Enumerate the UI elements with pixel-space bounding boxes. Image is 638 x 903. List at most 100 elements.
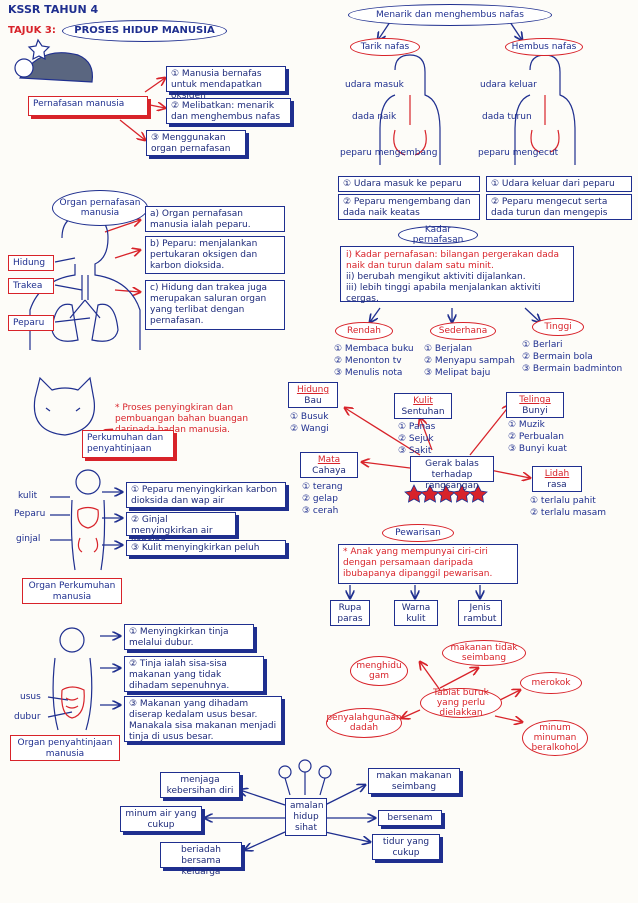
life-right-1: makan makanan seimbang: [368, 768, 460, 794]
defecation-item-1: ① Menyingkirkan tinja melalui dubur.: [124, 624, 254, 650]
sense-telinga-item-3: ③ Bunyi kuat: [508, 444, 567, 454]
stars-row: [404, 484, 488, 503]
sense-hidung-organ: Hidung: [296, 385, 330, 395]
sense-mata: Mata Cahaya: [300, 452, 358, 478]
life-left-1: menjaga kebersihan diri: [160, 772, 240, 798]
digestive-organ-drawing: [52, 627, 93, 731]
label-dubur: dubur: [14, 712, 41, 722]
sense-telinga-stim: Bunyi: [522, 406, 548, 416]
heredity-item-3: Jenis rambut: [458, 600, 502, 626]
habit-1: makanan tidak seimbang: [442, 640, 526, 666]
inhale-label-3: peparu mengembang: [340, 148, 438, 158]
rendah-item-3: ③ Menulis nota: [334, 368, 403, 378]
sense-telinga-item-2: ② Perbualan: [508, 432, 564, 442]
heredity-item-2: Warna kulit: [394, 600, 438, 626]
sense-telinga-organ: Telinga: [519, 395, 551, 405]
life-right-2: bersenam: [378, 810, 442, 826]
life-right-3: tidur yang cukup: [372, 834, 440, 860]
inhale-label-1: udara masuk: [345, 80, 404, 90]
label-ginjal: ginjal: [16, 534, 41, 544]
sederhana-item-1: ① Berjalan: [424, 344, 473, 354]
organ-note-a: a) Organ pernafasan manusia ialah peparu…: [145, 206, 285, 232]
excretion-title: Perkumuhan dan penyahtinjaan: [82, 430, 174, 458]
header-level: KSSR TAHUN 4: [8, 3, 99, 16]
habit-4: penyalahgunaan dadah: [326, 708, 402, 738]
defecation-item-3: ③ Makanan yang dihadam diserap kedalam u…: [124, 696, 282, 742]
label-excretion-peparu: Peparu: [14, 509, 46, 519]
sense-kulit-item-1: ① Panas: [398, 422, 436, 432]
sense-kulit-item-3: ③ Sakit: [398, 446, 432, 456]
rate-title: Kadar pernafasan: [398, 225, 478, 245]
tinggi-item-1: ① Berlari: [522, 340, 563, 350]
organ-note-b: b) Peparu: menjalankan pertukaran oksige…: [145, 236, 285, 274]
sense-lidah-item-2: ② terlalu masam: [530, 508, 607, 518]
inhale-note-2: ② Peparu mengembang dan dada naik keatas: [338, 194, 480, 220]
life-left-2: minum air yang cukup: [120, 806, 202, 832]
level-sederhana: Sederhana: [430, 322, 496, 340]
sense-kulit-stim: Sentuhan: [401, 407, 445, 417]
inhale-title: Tarik nafas: [350, 38, 420, 56]
habit-5: minum minuman beralkohol: [522, 720, 588, 756]
rate-note-1: i) Kadar pernafasan: bilangan pergerakan…: [346, 250, 559, 271]
label-hidung: Hidung: [8, 255, 54, 271]
excretion-organ-drawing: [70, 469, 106, 571]
sense-lidah: Lidah rasa: [532, 466, 582, 492]
excretion-item-2: ② Ginjal menyingkirkan air kencing: [126, 512, 236, 547]
habit-2: menghidu gam: [350, 656, 408, 686]
level-tinggi: Tinggi: [532, 318, 584, 336]
sense-telinga-item-1: ① Muzik: [508, 420, 545, 430]
sederhana-item-3: ③ Melipat baju: [424, 368, 491, 378]
rendah-item-1: ① Membaca buku: [334, 344, 414, 354]
exhale-note-1: ① Udara keluar dari peparu: [486, 176, 632, 192]
respiration-fact-2: ② Melibatkan: menarik dan menghembus naf…: [166, 98, 291, 124]
cat-doodle: [33, 376, 96, 436]
exhale-drawing: [514, 54, 576, 165]
habit-3: merokok: [520, 672, 582, 694]
heredity-note: * Anak yang mempunyai ciri-ciri dengan p…: [338, 544, 518, 584]
sense-mata-item-1: ① terang: [302, 482, 343, 492]
sense-mata-stim: Cahaya: [312, 466, 346, 476]
sense-mata-organ: Mata: [317, 455, 341, 465]
life-left-3: beriadah bersama keluarga: [160, 842, 242, 877]
sense-hidung-item-2: ② Wangi: [290, 424, 329, 434]
defecation-caption: Organ penyahtinjaan manusia: [10, 735, 120, 761]
senses-center: Gerak balas terhadap rangsangan: [410, 456, 494, 491]
rate-notes: i) Kadar pernafasan: bilangan pergerakan…: [340, 246, 574, 304]
label-trakea: Trakea: [8, 278, 54, 294]
exhale-title: Hembus nafas: [505, 38, 583, 56]
sense-kulit-item-2: ② Sejuk: [398, 434, 434, 444]
respiration-fact-1: ① Manusia bernafas untuk mendapatkan oks…: [166, 66, 286, 101]
sense-hidung-item-1: ① Busuk: [290, 412, 329, 422]
sense-telinga: Telinga Bunyi: [506, 392, 564, 418]
tinggi-item-2: ② Bermain bola: [522, 352, 593, 362]
respiration-fact-3: ③ Menggunakan organ pernafasan: [146, 130, 246, 156]
exhale-label-3: peparu mengecut: [478, 148, 559, 158]
tinggi-item-3: ③ Bermain badminton: [522, 364, 623, 374]
inhale-drawing: [379, 54, 441, 165]
rendah-item-2: ② Menonton tv: [334, 356, 402, 366]
excretion-item-3: ③ Kulit menyingkirkan peluh: [126, 540, 286, 556]
excretion-caption: Organ Perkumuhan manusia: [22, 578, 122, 604]
habits-center: Tabiat buruk yang perlu dielakkan: [420, 688, 502, 718]
life-center: amalan hidup sihat: [285, 798, 327, 836]
inhale-label-2: dada naik: [352, 112, 397, 122]
sense-kulit: Kulit Sentuhan: [394, 393, 452, 419]
excretion-item-1: ① Peparu menyingkirkan karbon dioksida d…: [126, 482, 286, 508]
label-usus: usus: [20, 692, 41, 702]
turtle-doodle: [14, 38, 94, 83]
organ-note-c: c) Hidung dan trakea juga merupakan salu…: [145, 280, 285, 330]
breath-title: Menarik dan menghembus nafas: [348, 4, 552, 26]
sense-mata-item-2: ② gelap: [302, 494, 338, 504]
header-topic-title: PROSES HIDUP MANUSIA: [62, 20, 227, 42]
heredity-title: Pewarisan: [382, 524, 454, 542]
sederhana-item-2: ② Menyapu sampah: [424, 356, 515, 366]
exhale-note-2: ② Peparu mengecut serta dada turun dan m…: [486, 194, 632, 220]
exhale-label-1: udara keluar: [480, 80, 537, 90]
label-peparu: Peparu: [8, 315, 54, 331]
inhale-note-1: ① Udara masuk ke peparu: [338, 176, 480, 192]
level-rendah: Rendah: [335, 322, 393, 340]
sense-lidah-item-1: ① terlalu pahit: [530, 496, 596, 506]
sense-kulit-organ: Kulit: [413, 396, 433, 406]
organ-title: Organ pernafasan manusia: [52, 190, 148, 226]
